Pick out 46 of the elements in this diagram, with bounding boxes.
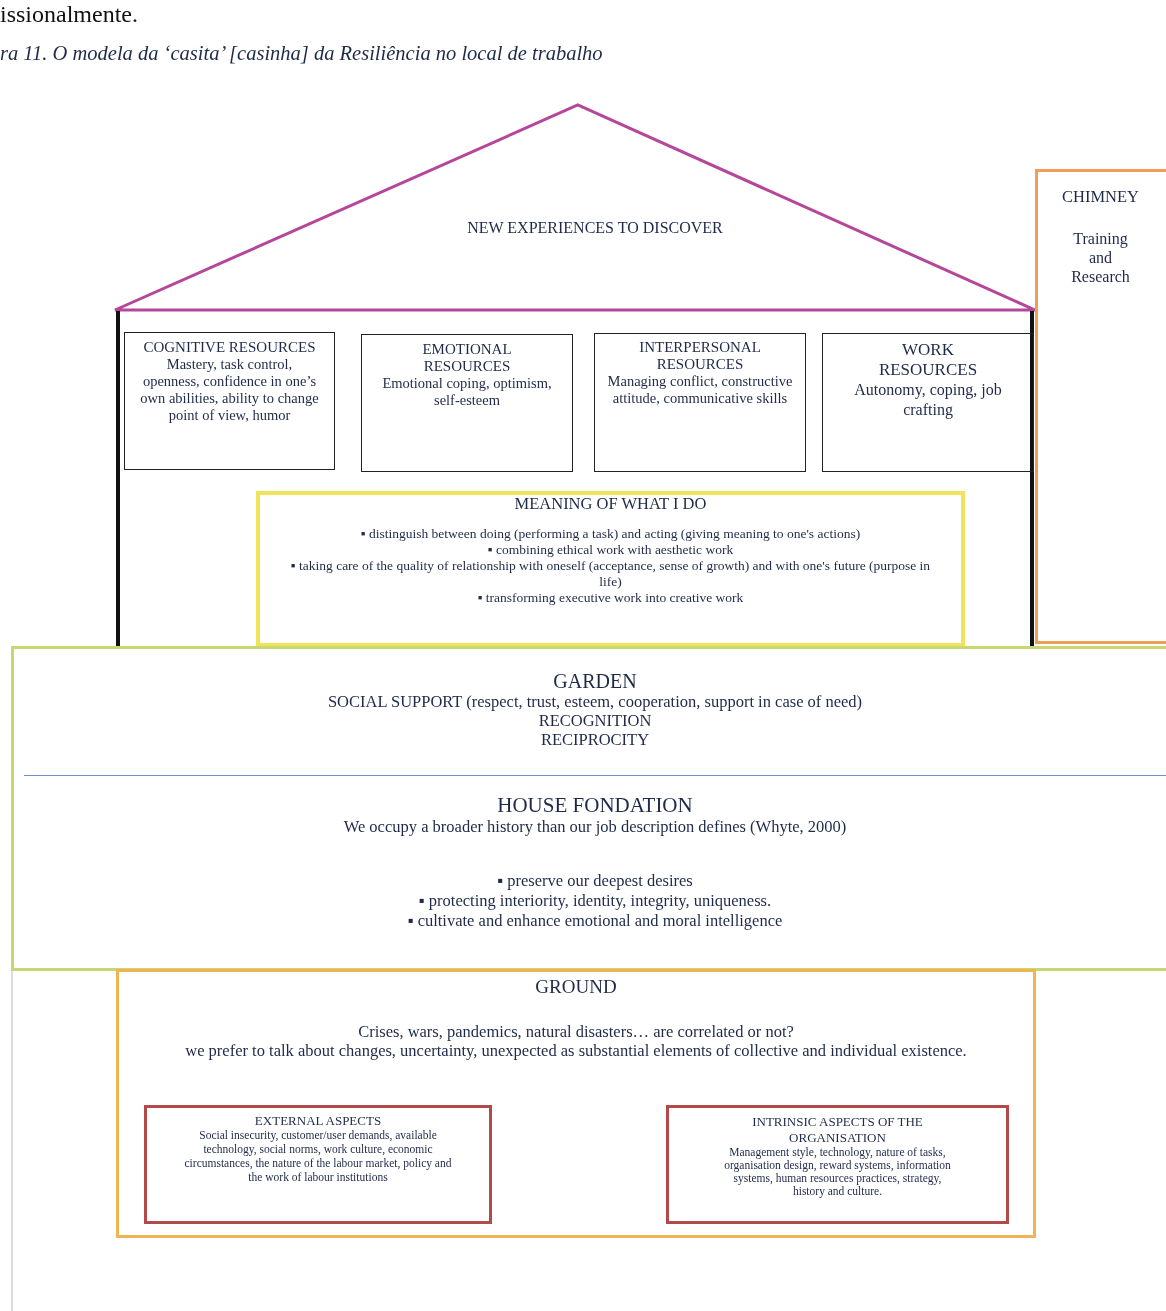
box-text: Social insecurity, customer/user demands, available technology, social norms, work culture, economic circumstances, the nature of the labour market, policy and the work of labour institutions: [183, 1128, 453, 1184]
box-text: Crises, wars, pandemics, natural disasters… are correlated or not?: [357, 1022, 795, 1041]
box-text: Emotional coping, optimism, self-esteem: [381, 375, 553, 409]
bullet-item: ▪ transforming executive work into creative work: [476, 590, 745, 606]
box-heading: MEANING OF WHAT I DO: [513, 495, 708, 512]
box-heading: WORK RESOURCES: [877, 340, 979, 380]
ground-box: [116, 969, 1036, 1238]
box-heading: INTRINSIC ASPECTS OF THE ORGANISATION: [751, 1114, 924, 1146]
resource-box: [666, 1105, 1009, 1224]
bullet-item: ▪ combining ethical work with aesthetic work: [486, 542, 735, 558]
resource-box: [124, 332, 335, 470]
roof-triangle: [115, 104, 1035, 312]
box-heading: HOUSE FONDATION: [496, 793, 694, 817]
meaning-box: [256, 491, 965, 647]
box-heading: GROUND: [534, 976, 618, 998]
bullet-item: ▪ preserve our deepest desires: [496, 871, 694, 891]
resource-box: [144, 1105, 492, 1224]
body-text: issionalmente.: [0, 0, 138, 28]
bullet-item: ▪ taking care of the quality of relationship with oneself (acceptance, sense of growth) and with one's future (purpose in life): [289, 558, 932, 590]
resource-box: [822, 333, 1034, 472]
bullet-item: ▪ distinguish between doing (performing a task) and acting (giving meaning to one's actions): [359, 526, 862, 542]
bullet-item: ▪ protecting interiority, identity, integrity, uniqueness.: [417, 891, 773, 911]
box-heading: EXTERNAL ASPECTS: [253, 1114, 383, 1128]
box-text: we prefer to talk about changes, uncertainty, unexpected as substantial elements of collective and individual existence.: [184, 1041, 968, 1060]
box-text: We occupy a broader history than our job description defines (Whyte, 2000): [342, 817, 848, 837]
box-text: RECIPROCITY: [539, 730, 651, 749]
box-text: RECOGNITION: [537, 711, 653, 730]
box-heading: COGNITIVE RESOURCES: [142, 339, 317, 356]
box-text: Managing conflict, constructive attitude, communicative skills: [607, 373, 793, 407]
resource-box: [594, 333, 806, 472]
resource-box: [361, 334, 573, 472]
box-text: SOCIAL SUPPORT (respect, trust, esteem, cooperation, support in case of need): [326, 692, 864, 711]
box-heading: CHIMNEY: [1061, 188, 1140, 205]
box-heading: GARDEN: [552, 670, 638, 692]
box-heading: NEW EXPERIENCES TO DISCOVER: [466, 219, 724, 236]
figure-caption: ra 11. O modela da ‘casita’ [casinha] da Resiliência no local de trabalho: [0, 42, 603, 65]
house-walls: [116, 311, 1034, 647]
box-heading: EMOTIONAL RESOURCES: [421, 341, 513, 375]
box-text: Training and Research: [1070, 229, 1131, 286]
bullet-item: ▪ cultivate and enhance emotional and moral intelligence: [406, 911, 784, 931]
box-heading: INTERPERSONAL RESOURCES: [638, 339, 762, 373]
chimney-box: [1035, 169, 1166, 644]
box-text: Mastery, task control, openness, confidence in one’s own abilities, ability to change point of view, humor: [139, 356, 320, 424]
garden-band: [11, 646, 1166, 971]
box-text: Management style, technology, nature of tasks, organisation design, reward systems, information systems, human resources practices, strategy, history and culture.: [723, 1146, 952, 1198]
box-text: Autonomy, coping, job crafting: [853, 380, 1003, 420]
